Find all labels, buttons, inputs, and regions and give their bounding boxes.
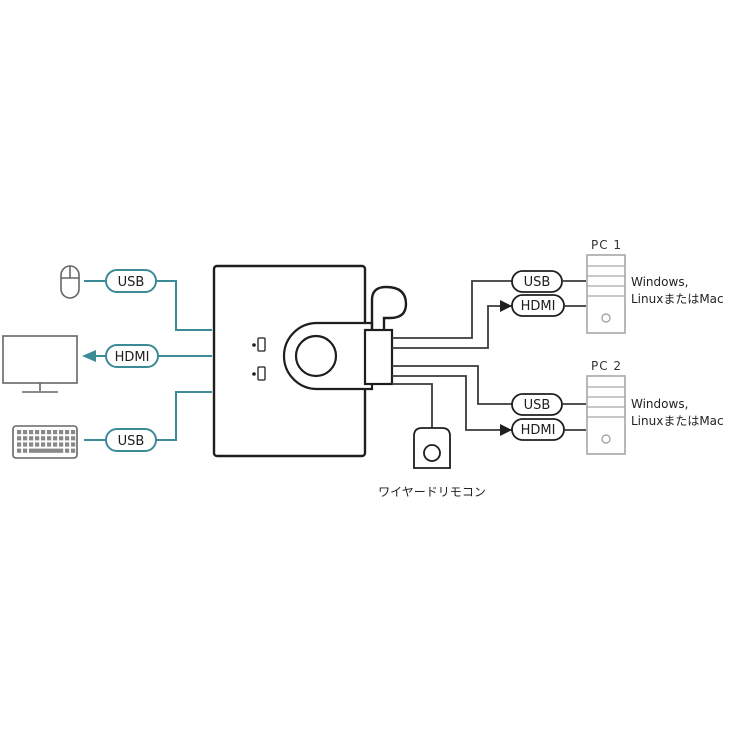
keyboard-key [71,430,76,435]
keyboard-key [65,436,70,441]
keyboard-key [71,442,76,447]
hdmi-label: HDMI [115,350,150,365]
selector-button [294,334,338,378]
keyboard-key [59,436,64,441]
keyboard-icon [12,425,78,459]
keyboard-key [29,436,34,441]
mouse-icon [60,265,80,299]
arrow-right-icon [500,424,512,436]
keyboard-key [23,448,28,453]
pc2-os-line1: Windows, [631,397,688,411]
usb-label: USB [524,398,551,413]
keyboard-key [65,448,70,453]
keyboard-key [17,448,22,453]
keyboard-key [17,430,22,435]
pc1-hdmi-connection: HDMI [500,294,586,317]
usb-label: USB [524,275,551,290]
pc2-tower-icon [586,375,626,455]
keyboard-key [35,430,40,435]
monitor-hdmi-connection: HDMI [82,344,212,368]
keyboard-key [41,430,46,435]
keyboard-key [47,430,52,435]
kvm-switch [212,264,408,458]
pc2-os-line2: LinuxまたはMac [631,414,724,428]
keyboard-usb-connection: USB [84,391,212,452]
pc2-hdmi-connection: HDMI [500,418,586,441]
arrow-left-icon [82,350,96,362]
usb-label: USB [118,275,145,290]
keyboard-key [71,448,76,453]
keyboard-spacebar [29,448,64,453]
keyboard-key [47,442,52,447]
led-indicator-2 [252,366,266,381]
pc1-os-line1: Windows, [631,275,688,289]
keyboard-key [29,430,34,435]
arrow-right-icon [500,300,512,312]
keyboard-key [71,436,76,441]
keyboard-key [65,442,70,447]
keyboard-key [59,442,64,447]
keyboard-key [47,436,52,441]
remote-label: ワイヤードリモコン [378,485,486,499]
keyboard-key [23,436,28,441]
remote-cable-loop [370,285,408,330]
keyboard-key [35,436,40,441]
pc1-tower-icon [586,254,626,334]
led-indicator-1 [252,337,266,352]
mouse-usb-connection: USB [84,269,212,331]
keyboard-key [23,442,28,447]
keyboard-key [53,436,58,441]
hdmi-label: HDMI [521,299,556,314]
keyboard-key [23,430,28,435]
keyboard-key [41,436,46,441]
keyboard-key [59,430,64,435]
monitor-icon [2,335,78,393]
pc2-usb-connection: USB [511,393,586,416]
keyboard-key [41,442,46,447]
pc-cables [392,280,512,431]
keyboard-key [29,442,34,447]
keyboard-key [53,442,58,447]
port-block [363,328,394,386]
pc2-label: PC 2 [591,359,622,373]
remote-button-icon [413,427,451,469]
keyboard-key [35,442,40,447]
hdmi-label: HDMI [521,423,556,438]
keyboard-key [53,430,58,435]
keyboard-key [17,442,22,447]
pc1-usb-connection: USB [511,270,586,293]
keyboard-key [65,430,70,435]
keyboard-key [17,436,22,441]
usb-label: USB [118,434,145,449]
pc1-os-line2: LinuxまたはMac [631,292,724,306]
pc1-label: PC 1 [591,238,622,252]
